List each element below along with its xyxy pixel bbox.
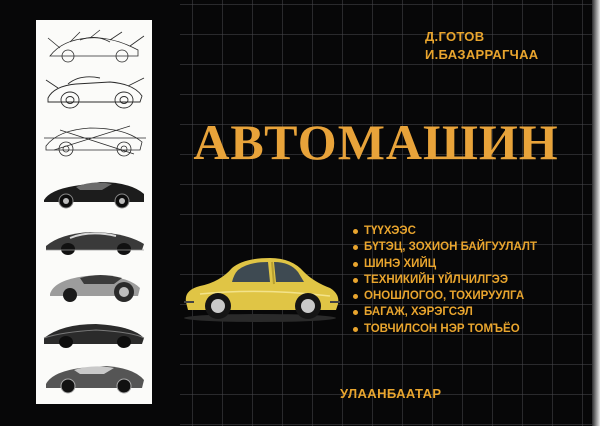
authors: Д.ГОТОВ И.БАЗАРРАГЧАА (425, 28, 539, 64)
car-render-concept-icon (46, 232, 144, 255)
bullet-icon (353, 326, 358, 332)
topic-label: ОНОШЛОГОО, ТОХИРУУЛГА (364, 290, 525, 303)
topic-item: ШИНЭ ХИЙЦ (353, 256, 537, 272)
car-sketch-construction-icon (44, 125, 146, 157)
author-1: Д.ГОТОВ (425, 29, 485, 44)
topic-item: БҮТЭЦ, ЗОХИОН БАЙГУУЛАЛТ (353, 239, 537, 255)
topic-label: БҮТЭЦ, ЗОХИОН БАЙГУУЛАЛТ (364, 241, 537, 254)
topic-list: ТҮҮХЭЭС БҮТЭЦ, ЗОХИОН БАЙГУУЛАЛТ ШИНЭ ХИ… (353, 223, 537, 337)
car-render-grey-coupe-icon (46, 366, 144, 394)
background-grid (180, 0, 600, 426)
publication-city: УЛААНБААТАР (340, 386, 442, 401)
topic-label: БАГАЖ, ХЭРЭГСЭЛ (364, 306, 473, 319)
book-title: АВТОМАШИН (193, 114, 559, 170)
bullet-icon (353, 229, 358, 234)
topic-label: ТЕХНИКИЙН ҮЙЛЧИЛГЭЭ (364, 273, 509, 286)
topic-item: ТЕХНИКИЙН ҮЙЛЧИЛГЭЭ (353, 272, 537, 288)
bullet-icon (353, 277, 358, 283)
topic-item: БАГАЖ, ХЭРЭГСЭЛ (353, 304, 537, 320)
topic-item: ТОВЧИЛСОН НЭР ТОМЪЁО (353, 321, 537, 337)
topic-label: ТОВЧИЛСОН НЭР ТОМЪЁО (364, 322, 520, 335)
page-edge (592, 0, 600, 426)
topic-item: ТҮҮХЭЭС (353, 223, 537, 239)
car-sketch-roadster-icon (45, 76, 145, 109)
bullet-icon (353, 261, 358, 267)
sketch-strip (36, 20, 152, 404)
car-render-dark-concept-icon (43, 324, 145, 348)
bullet-icon (353, 294, 358, 300)
topic-label: ТҮҮХЭЭС (364, 225, 416, 237)
topic-item: ОНОШЛОГОО, ТОХИРУУЛГА (353, 288, 537, 304)
bullet-icon (353, 245, 358, 251)
author-2: И.БАЗАРРАГЧАА (425, 47, 539, 62)
topic-label: ШИНЭ ХИЙЦ (364, 257, 437, 270)
car-sketch-wireframe-icon (47, 29, 145, 63)
car-render-silver-concept-icon (50, 275, 140, 302)
bullet-icon (353, 310, 358, 316)
car-render-sports-coupe-icon (44, 182, 144, 209)
yellow-beetle-car-icon (184, 258, 340, 322)
